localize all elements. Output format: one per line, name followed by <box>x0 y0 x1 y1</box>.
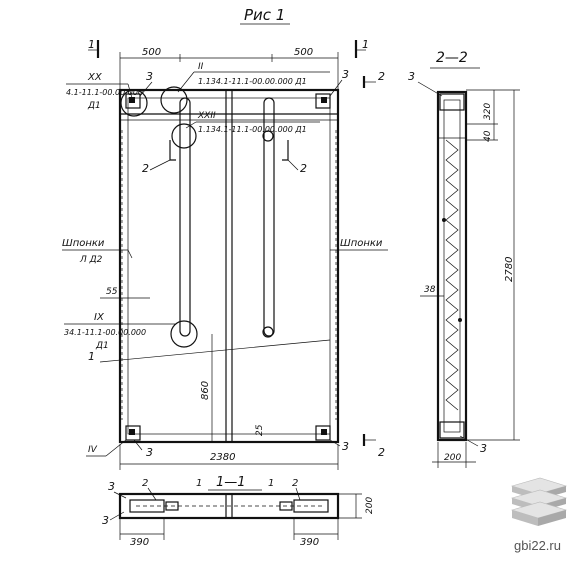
section-2-2-title: 2—2 <box>436 50 468 66</box>
callout-ix-code: 34.1-11.1-00.00.000 <box>64 328 146 337</box>
sec11-label-2a: 2 <box>142 478 148 489</box>
plan-view <box>118 86 340 444</box>
detail-circle-xx <box>120 89 148 117</box>
slab-outline <box>118 88 340 444</box>
sec11-dim-390a: 390 <box>130 537 149 548</box>
section-mark-1-right: 1 <box>362 38 369 51</box>
leader-3-tr: 3 <box>342 68 349 81</box>
sec22-dim-38: 38 <box>424 285 436 295</box>
leader-3-bl: 3 <box>146 446 153 459</box>
sec11-dim-390b: 390 <box>300 537 319 548</box>
shponki-left-sub: Л Д2 <box>79 255 103 265</box>
section-mark-1-left: 1 <box>88 38 95 51</box>
dim-500-left: 500 <box>142 47 161 58</box>
leader-2-right: 2 <box>300 162 307 175</box>
dim-500-right: 500 <box>294 47 313 58</box>
sec11-dim-200: 200 <box>365 497 375 514</box>
lifting-loop-left <box>179 97 191 337</box>
section-mark-2-bottom: 2 <box>378 446 385 459</box>
sec11-label-3b: 3 <box>102 514 109 527</box>
leader-1: 1 <box>88 350 95 363</box>
stacked-slabs-icon <box>510 477 568 526</box>
detail-circle-xxii <box>171 123 197 149</box>
figure-title: Рис 1 <box>244 6 285 24</box>
leader-2-left: 2 <box>142 162 149 175</box>
section-1-1-title: 1—1 <box>216 475 246 490</box>
callout-xx-code: 4.1-11.1-00.00.000 <box>66 88 143 97</box>
section-1-1: 1—1 3 3 2 2 1 1 390 390 200 <box>102 475 375 548</box>
detail-circle-ii <box>160 86 188 114</box>
sec22-dim-200: 200 <box>444 453 461 463</box>
sec11-label-1a: 1 <box>196 478 202 489</box>
section-2-2: 2—2 320 40 2780 38 3 3 200 <box>408 50 520 468</box>
callout-ii-roman: II <box>198 62 204 72</box>
leader-3-tl: 3 <box>146 70 153 83</box>
sec22-label-3: 3 <box>408 70 415 83</box>
watermark-site: gbi22.ru <box>514 538 561 553</box>
section-mark-2-top: 2 <box>378 70 385 83</box>
slab-inner-outline <box>127 97 331 435</box>
sec22-dim-2780: 2780 <box>504 257 515 282</box>
callout-iv: IV <box>88 445 98 455</box>
callout-xxii-roman: XXII <box>197 111 216 121</box>
sec22-label-3b: 3 <box>480 442 487 455</box>
sec11-label-2b: 2 <box>292 478 298 489</box>
callout-ix-sheet: Д1 <box>95 341 109 351</box>
sec11-label-3a: 3 <box>108 480 115 493</box>
dim-2380: 2380 <box>210 452 235 463</box>
callout-ii-code: 1.134.1-11.1-00.00.000 Д1 <box>198 77 307 86</box>
embed-plate-bl <box>125 425 141 441</box>
embed-plate-tl <box>125 93 141 109</box>
shponki-left-label: Шпонки <box>62 238 105 249</box>
dim-860: 860 <box>200 381 211 400</box>
dim-55: 55 <box>106 287 118 297</box>
detail-circle-ix <box>170 320 198 348</box>
leader-3-br: 3 <box>342 440 349 453</box>
embed-plate-br <box>315 425 331 441</box>
lifting-loop-right <box>263 97 275 337</box>
callout-xxii-code: 1.134.1-11.1-00.00.000 Д1 <box>198 125 307 134</box>
callout-ix-roman: IX <box>94 312 105 323</box>
embed-plate-tr <box>315 93 331 109</box>
shponki-right-label: Шпонки <box>340 238 383 249</box>
sec22-dim-40: 40 <box>483 130 493 142</box>
callout-xx-sheet: Д1 <box>87 101 101 111</box>
callout-xx-roman: XX <box>87 72 103 83</box>
sec22-dim-320: 320 <box>483 103 493 120</box>
dim-25: 25 <box>255 424 265 436</box>
sec11-label-1b: 1 <box>268 478 274 489</box>
